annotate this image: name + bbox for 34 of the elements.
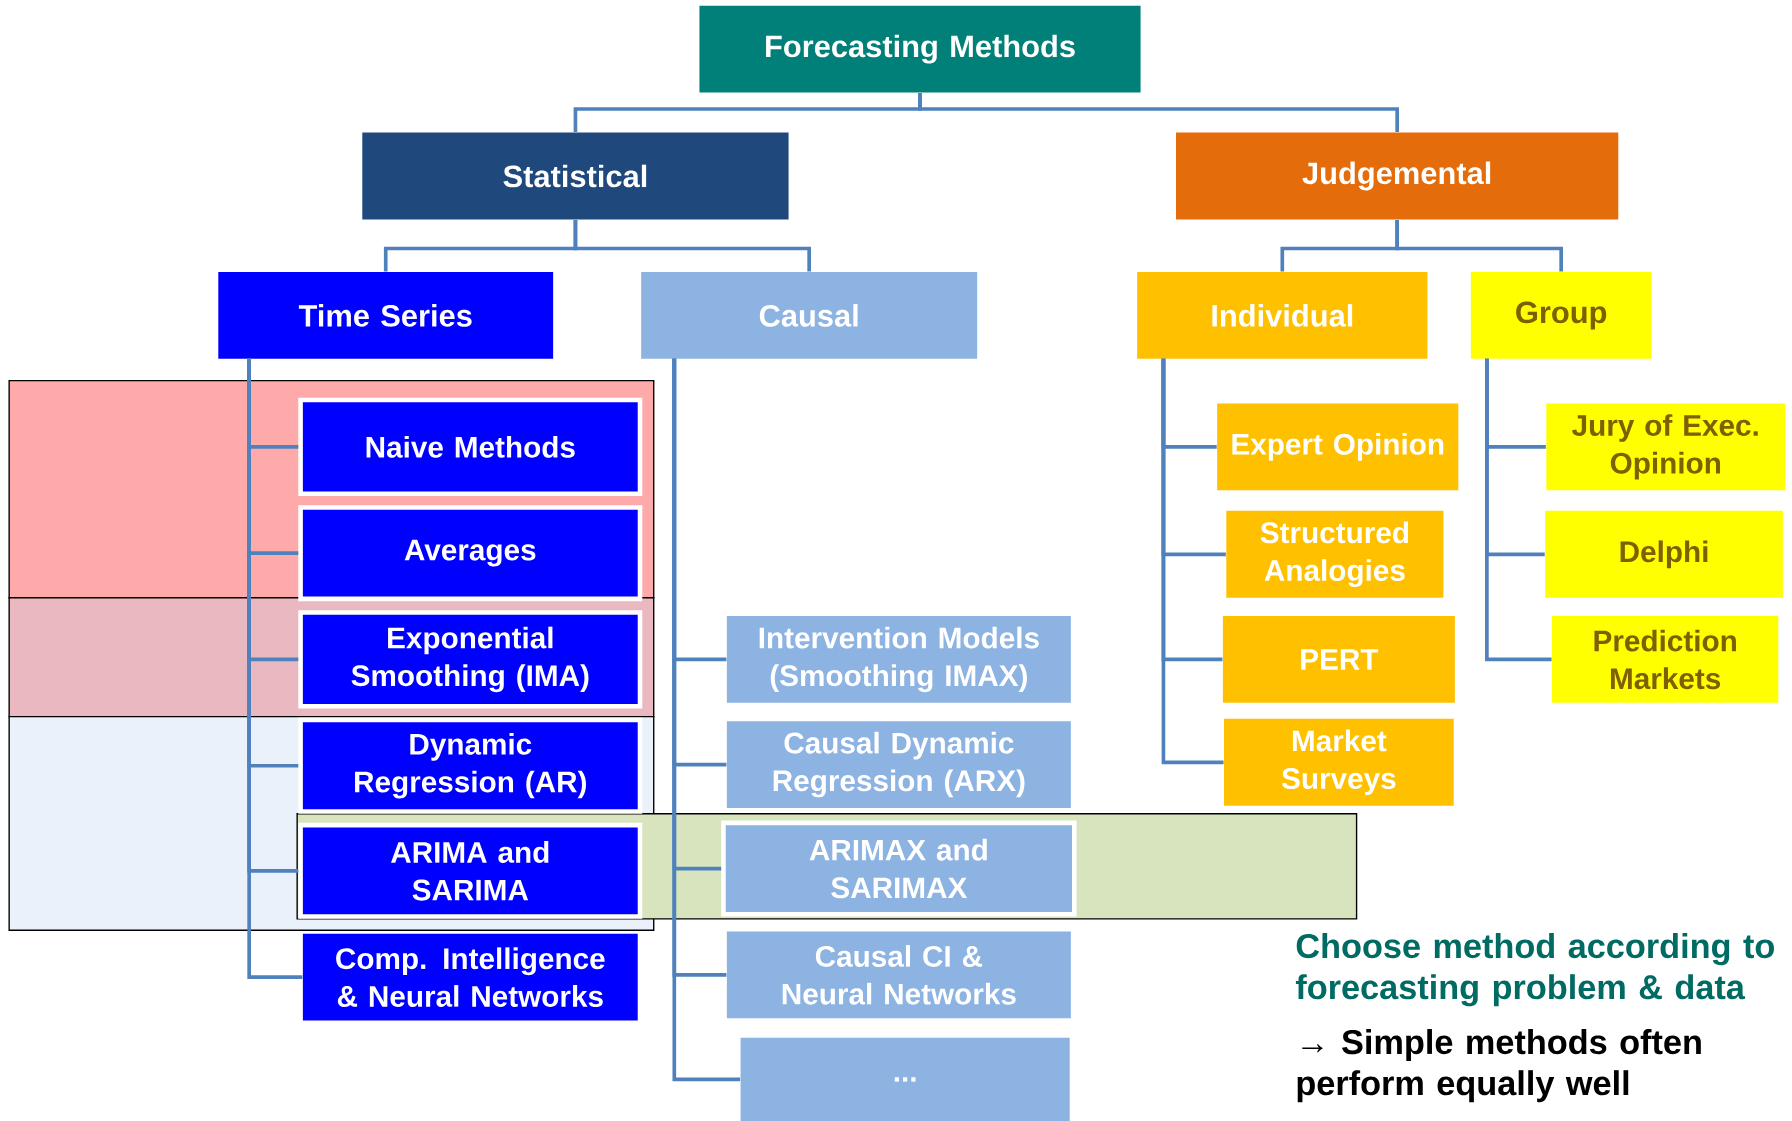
method-box: Delphi	[1545, 510, 1783, 598]
method-box: Exponential Smoothing (IMA)	[298, 610, 643, 709]
method-box: Naive Methods	[298, 397, 643, 496]
method-box: Averages	[298, 505, 643, 602]
method-box: Structured Analogies	[1226, 510, 1444, 598]
method-box: ARIMAX and SARIMAX	[721, 820, 1077, 917]
note-text: → Simple methods often perform equally well	[1297, 1029, 1701, 1103]
method-box: ...	[740, 1037, 1070, 1121]
category-box: Causal	[641, 271, 978, 359]
note-text: Choose method according to forecasting problem & data	[1295, 933, 1774, 1007]
connector-line	[573, 219, 811, 272]
category-box: Group	[1470, 271, 1652, 359]
connector-line	[1485, 358, 1552, 662]
category-box: Time Series	[218, 271, 554, 359]
method-box: Prediction Markets	[1552, 615, 1779, 703]
connector-line	[247, 358, 303, 979]
method-box: Comp. Intelligence & Neural Networks	[302, 933, 638, 1021]
category-box: Statistical	[362, 132, 789, 220]
connector-line	[672, 358, 741, 1082]
category-box: Individual	[1137, 271, 1428, 359]
connector-line	[918, 92, 1399, 133]
category-box: Judgemental	[1176, 132, 1619, 220]
method-box: Expert Opinion	[1217, 403, 1459, 491]
connector-line	[1395, 219, 1563, 272]
method-box: Causal CI & Neural Networks	[726, 931, 1071, 1019]
method-box: Market Surveys	[1224, 718, 1454, 806]
method-box: ARIMA and SARIMA	[298, 822, 643, 919]
connector-line	[1161, 358, 1224, 765]
title-box: Forecasting Methods	[699, 5, 1141, 93]
method-box: Dynamic Regression (AR)	[298, 717, 643, 814]
method-box: PERT	[1222, 615, 1455, 703]
method-box: Causal Dynamic Regression (ARX)	[726, 721, 1071, 808]
method-box: Jury of Exec. Opinion	[1546, 403, 1786, 491]
method-box: Intervention Models (Smoothing IMAX)	[726, 615, 1071, 703]
